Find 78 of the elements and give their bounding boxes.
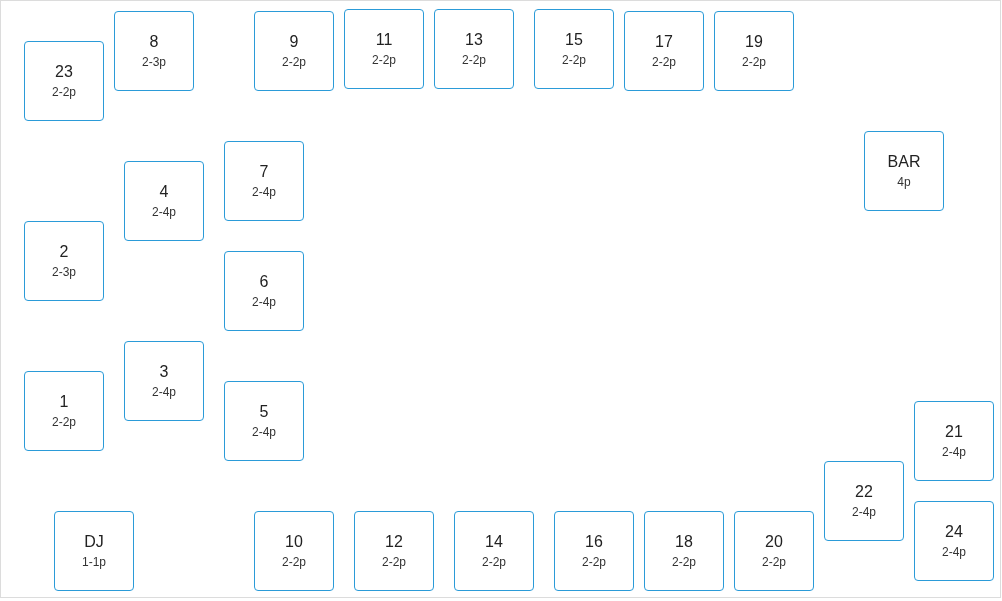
table-box [24,221,104,301]
table-box [434,9,514,89]
table-number: 19 [745,32,763,52]
table-number: 9 [289,32,299,52]
table-capacity: 2-4p [852,504,876,520]
table-number: 20 [765,532,783,552]
table-number: 21 [945,422,963,442]
table-number: 15 [565,30,583,50]
table-number: 1 [59,392,69,412]
table-capacity: 2-2p [462,52,486,68]
table-number: BAR [887,152,921,172]
table-capacity: 2-2p [482,554,506,570]
table-box [824,461,904,541]
table-box [914,501,994,581]
table-box [554,511,634,591]
table-box [254,511,334,591]
table-box [714,11,794,91]
table-capacity: 2-4p [942,444,966,460]
table-box [24,41,104,121]
table-capacity: 2-4p [252,184,276,200]
table-box [54,511,134,591]
table-number: 13 [465,30,483,50]
table-number: 14 [485,532,503,552]
table-capacity: 1-1p [82,554,106,570]
table-capacity: 2-4p [152,384,176,400]
table-number: 11 [375,30,393,50]
table-capacity: 2-2p [282,54,306,70]
table-number: 7 [259,162,269,182]
table-capacity: 2-2p [762,554,786,570]
table-capacity: 2-2p [672,554,696,570]
table-capacity: 2-2p [652,54,676,70]
table-number: 17 [655,32,673,52]
table-number: 24 [945,522,963,542]
table-box [24,371,104,451]
table-capacity: 4p [897,174,911,190]
table-box [114,11,194,91]
table-capacity: 2-4p [152,204,176,220]
table-box [734,511,814,591]
table-capacity: 2-2p [742,54,766,70]
table-capacity: 2-4p [252,424,276,440]
table-number: 10 [285,532,303,552]
table-capacity: 2-2p [372,52,396,68]
table-number: 8 [149,32,159,52]
table-box [254,11,334,91]
table-capacity: 2-4p [252,294,276,310]
table-number: 12 [385,532,403,552]
table-number: 16 [585,532,603,552]
table-box [124,341,204,421]
table-box [224,251,304,331]
table-capacity: 2-3p [142,54,166,70]
table-number: 4 [159,182,169,202]
table-box [864,131,944,211]
table-capacity: 2-2p [382,554,406,570]
table-capacity: 2-2p [52,84,76,100]
table-box [454,511,534,591]
table-capacity: 2-2p [282,554,306,570]
table-capacity: 2-2p [562,52,586,68]
table-number: 3 [159,362,169,382]
table-box [534,9,614,89]
table-number: DJ [84,532,104,552]
table-capacity: 2-2p [52,414,76,430]
table-box [224,381,304,461]
table-box [354,511,434,591]
table-number: 5 [259,402,269,422]
table-number: 6 [259,272,269,292]
table-number: 22 [855,482,873,502]
table-capacity: 2-3p [52,264,76,280]
table-number: 23 [55,62,73,82]
table-capacity: 2-4p [942,544,966,560]
table-box [124,161,204,241]
table-box [914,401,994,481]
table-capacity: 2-2p [582,554,606,570]
table-box [344,9,424,89]
table-box [224,141,304,221]
table-box [624,11,704,91]
table-number: 2 [59,242,69,262]
table-number: 18 [675,532,693,552]
table-box [644,511,724,591]
